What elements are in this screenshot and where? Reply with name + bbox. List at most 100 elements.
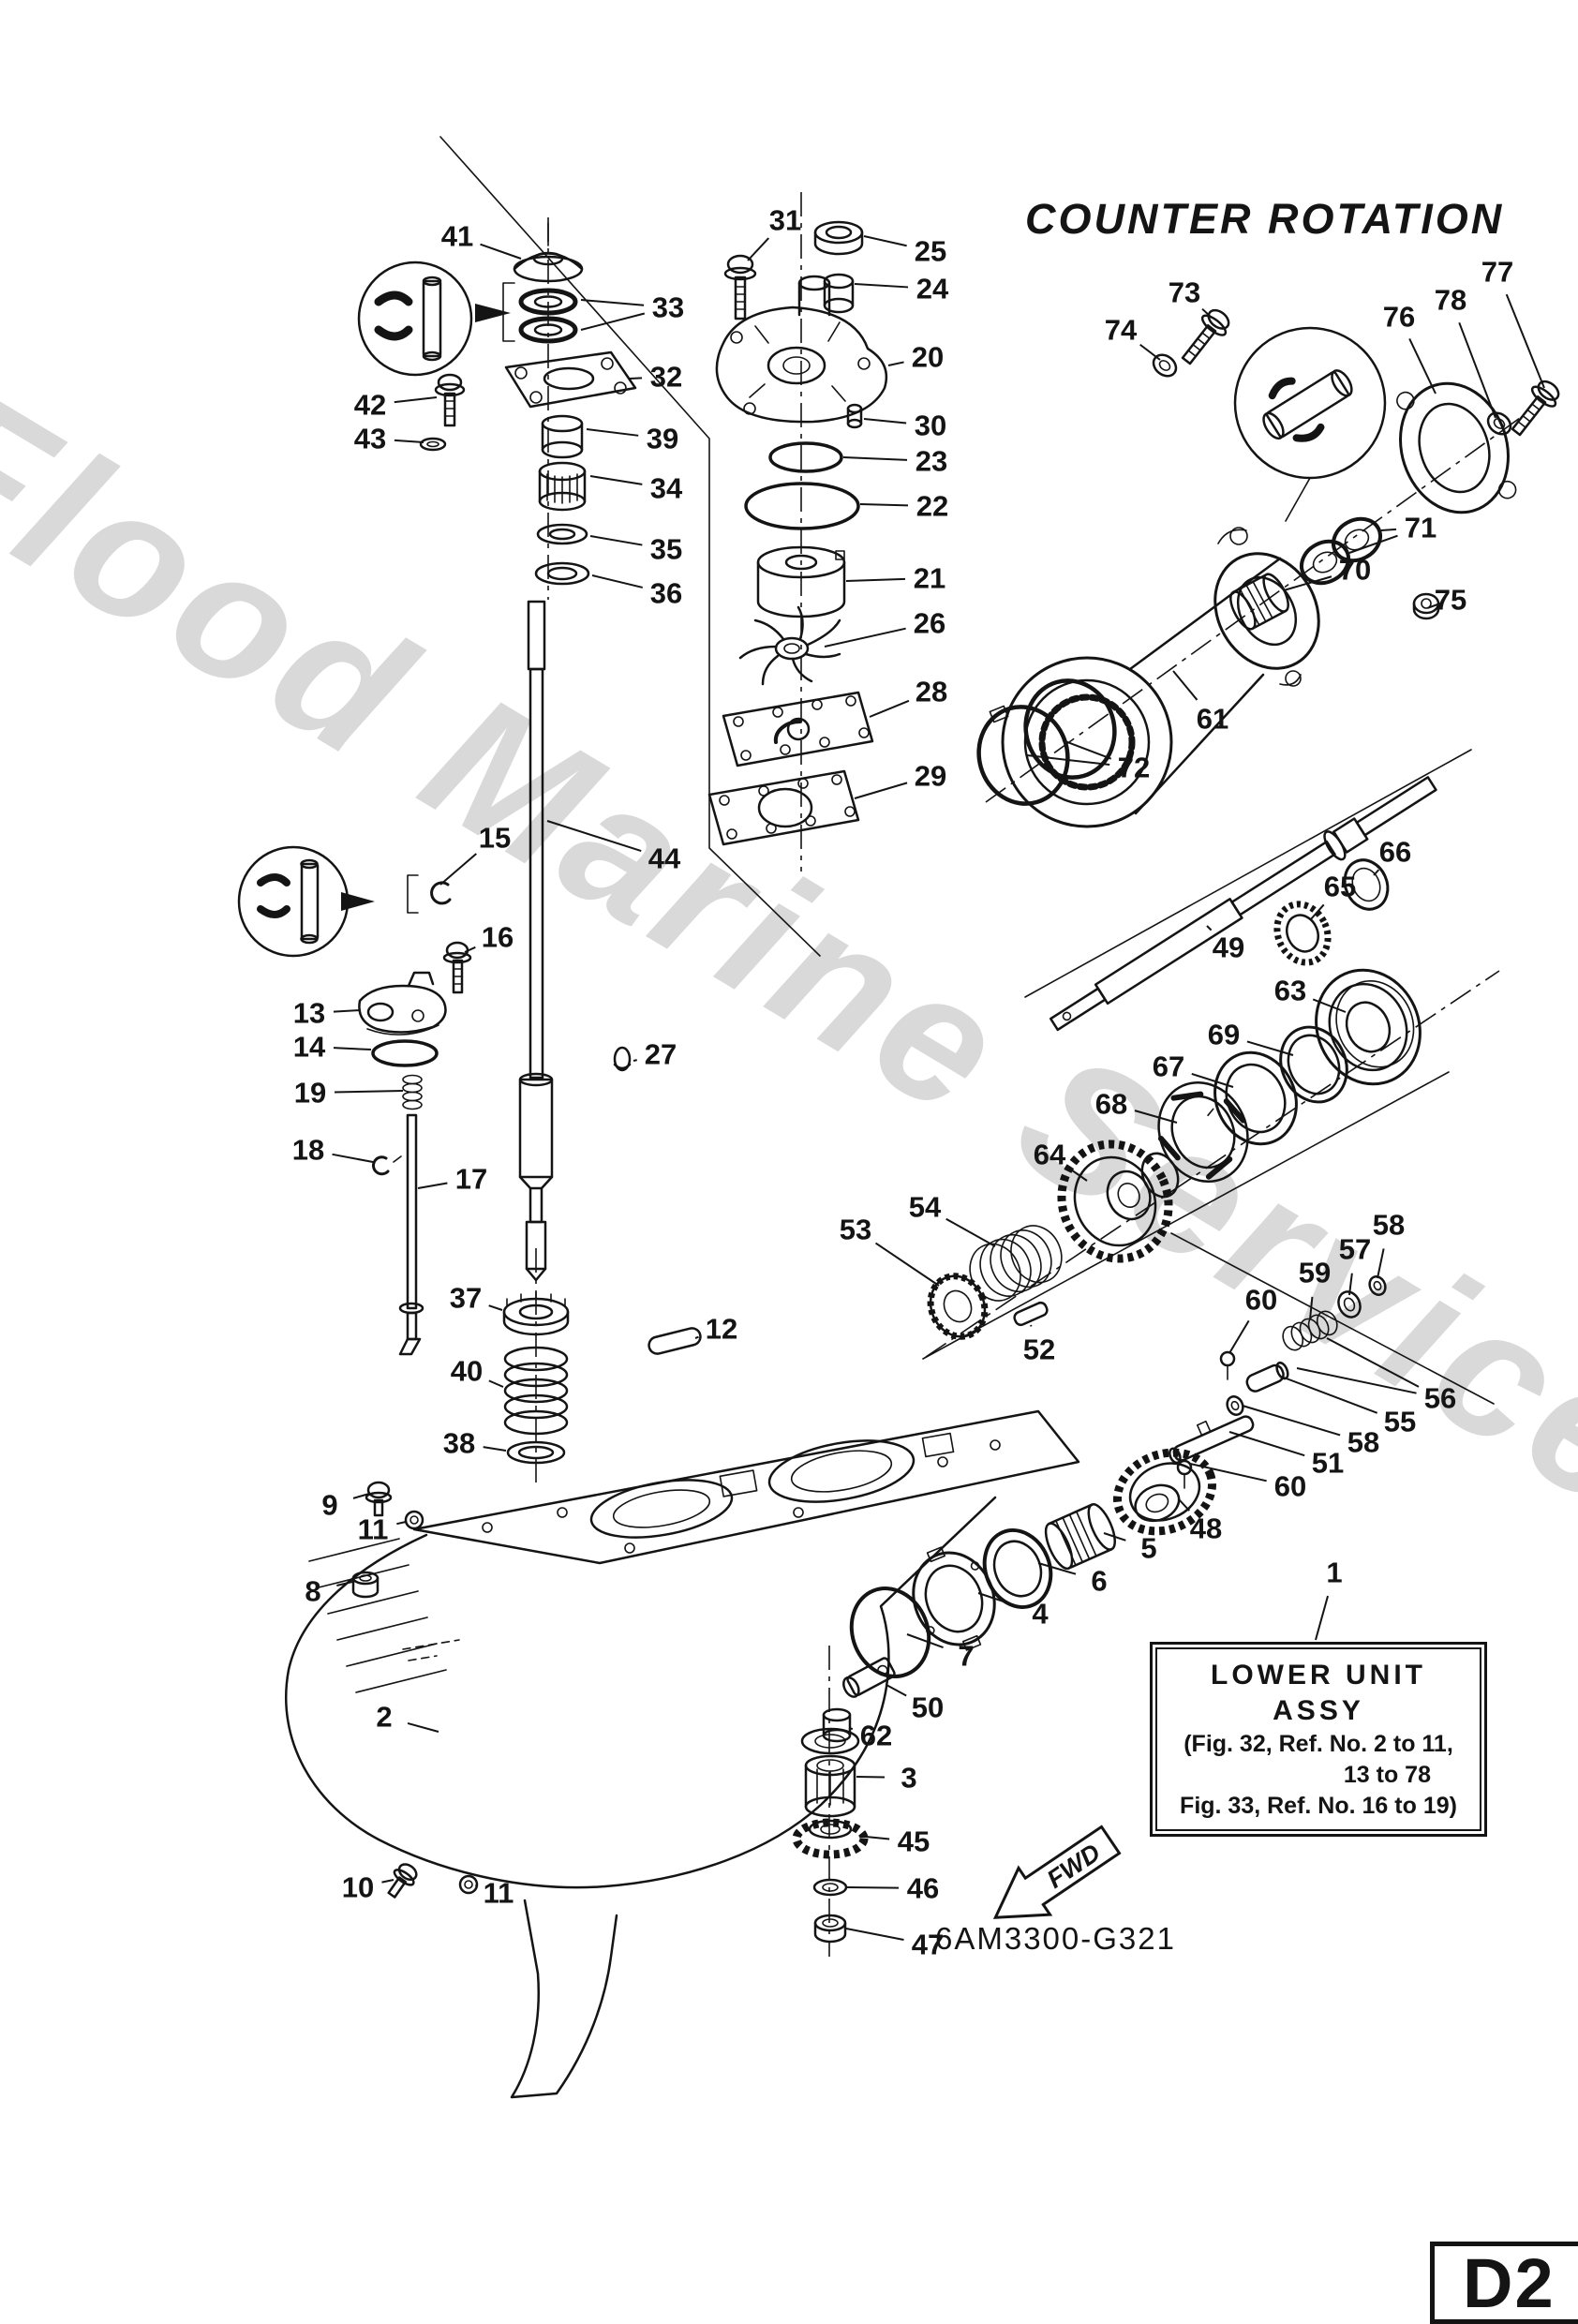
leader-line-75 bbox=[1427, 603, 1441, 609]
callout-42: 42 bbox=[354, 389, 386, 422]
callout-11: 11 bbox=[484, 1877, 514, 1910]
callout-50: 50 bbox=[912, 1691, 944, 1724]
forward-gear-stack-drawing bbox=[927, 858, 1422, 1340]
leader-line-34 bbox=[589, 475, 643, 485]
callout-5: 5 bbox=[1140, 1532, 1156, 1565]
callout-37: 37 bbox=[450, 1282, 482, 1315]
leader-line-78 bbox=[1458, 321, 1496, 419]
leader-line-26 bbox=[824, 627, 906, 648]
page-label-box: D2 bbox=[1430, 2242, 1578, 2324]
leader-line-45 bbox=[865, 1836, 890, 1840]
shift-rod-drawing bbox=[237, 845, 632, 1356]
leader-line-17 bbox=[417, 1182, 448, 1189]
callout-36: 36 bbox=[650, 577, 682, 610]
shift-plunger-cluster-drawing bbox=[1169, 1275, 1387, 1489]
leader-line-36 bbox=[591, 574, 643, 588]
leader-line-74 bbox=[1139, 343, 1161, 361]
leader-line-5 bbox=[1103, 1532, 1126, 1542]
leader-line-63 bbox=[1312, 998, 1347, 1013]
callout-59: 59 bbox=[1299, 1257, 1331, 1289]
callout-9: 9 bbox=[321, 1489, 337, 1522]
leader-line-61 bbox=[1172, 670, 1198, 701]
callout-13: 13 bbox=[293, 997, 325, 1030]
callout-19: 19 bbox=[294, 1077, 326, 1110]
leader-line-72 bbox=[1062, 739, 1112, 760]
leader-line-19 bbox=[334, 1090, 404, 1094]
panel-border-lines bbox=[439, 136, 1495, 1405]
gearcase-hardware-drawing bbox=[351, 1327, 702, 1899]
callout-75: 75 bbox=[1435, 584, 1466, 617]
callout-70: 70 bbox=[1339, 554, 1371, 587]
leader-line-21 bbox=[845, 577, 906, 582]
driveshaft-drawing bbox=[518, 600, 554, 1282]
leader-line-31 bbox=[747, 237, 770, 261]
callout-29: 29 bbox=[915, 760, 946, 793]
callout-77: 77 bbox=[1481, 256, 1513, 289]
leader-line-60 bbox=[1228, 1319, 1250, 1354]
leader-line-2 bbox=[407, 1721, 439, 1733]
callout-28: 28 bbox=[916, 676, 947, 708]
leader-line-68 bbox=[1134, 1110, 1178, 1124]
assy-box-line2: ASSY bbox=[1273, 1694, 1364, 1726]
callout-6: 6 bbox=[1091, 1565, 1107, 1598]
leader-line-49 bbox=[1206, 925, 1213, 931]
prop-shaft-drawing bbox=[1049, 776, 1437, 1032]
callout-38: 38 bbox=[443, 1427, 475, 1460]
leader-line-12 bbox=[694, 1335, 699, 1339]
callout-15: 15 bbox=[479, 822, 511, 855]
callout-39: 39 bbox=[647, 423, 678, 455]
leader-line-43 bbox=[394, 439, 424, 443]
leader-line-76 bbox=[1408, 338, 1437, 395]
callout-8: 8 bbox=[305, 1575, 320, 1608]
leader-line-30 bbox=[863, 418, 907, 425]
leader-line-7 bbox=[906, 1633, 944, 1649]
leader-line-44 bbox=[546, 820, 642, 853]
callout-30: 30 bbox=[915, 410, 946, 442]
callout-68: 68 bbox=[1095, 1088, 1127, 1121]
callout-66: 66 bbox=[1379, 836, 1411, 869]
callout-44: 44 bbox=[648, 842, 681, 875]
leader-line-24 bbox=[854, 283, 909, 289]
callout-11: 11 bbox=[358, 1513, 389, 1546]
assy-box-line4: 13 to 78 bbox=[1343, 1761, 1431, 1788]
callout-31: 31 bbox=[769, 204, 801, 237]
leader-line-58 bbox=[1242, 1405, 1341, 1437]
leader-line-60 bbox=[1189, 1463, 1267, 1482]
leader-line-71 bbox=[1348, 534, 1398, 554]
callout-1: 1 bbox=[1326, 1557, 1342, 1589]
callout-40: 40 bbox=[451, 1355, 483, 1388]
callout-17: 17 bbox=[455, 1163, 487, 1196]
assy-box-line5: Fig. 33, Ref. No. 16 to 19) bbox=[1180, 1792, 1457, 1819]
leader-line-42 bbox=[394, 396, 438, 404]
detail-circle-circlip bbox=[237, 845, 350, 958]
callout-51: 51 bbox=[1312, 1447, 1344, 1480]
detail-arrow-icon bbox=[341, 892, 375, 911]
reverse-gear-stack-drawing bbox=[849, 1448, 1216, 1678]
bearing-carrier-drawing bbox=[976, 308, 1560, 828]
leader-line-6 bbox=[1037, 1562, 1077, 1575]
callout-58: 58 bbox=[1373, 1209, 1405, 1242]
callout-24: 24 bbox=[916, 273, 949, 305]
callout-23: 23 bbox=[916, 445, 947, 478]
drawing-code: 6AM3300-G321 bbox=[935, 1921, 1176, 1956]
leader-line-13 bbox=[333, 1009, 362, 1013]
assy-box-line1: LOWER UNIT bbox=[1211, 1659, 1426, 1691]
callout-2: 2 bbox=[376, 1701, 392, 1734]
callout-71: 71 bbox=[1405, 512, 1437, 544]
callout-49: 49 bbox=[1213, 931, 1244, 964]
callout-69: 69 bbox=[1208, 1019, 1240, 1051]
callout-25: 25 bbox=[915, 235, 946, 268]
leader-line-9 bbox=[352, 1493, 370, 1499]
leader-line-72 bbox=[1026, 754, 1110, 767]
callout-55: 55 bbox=[1384, 1406, 1416, 1438]
leader-line-46 bbox=[846, 1886, 900, 1889]
leader-line-41 bbox=[480, 243, 522, 260]
callout-65: 65 bbox=[1324, 871, 1356, 903]
leader-line-10 bbox=[381, 1879, 394, 1884]
callout-12: 12 bbox=[706, 1313, 737, 1346]
leader-line-23 bbox=[842, 456, 908, 461]
leader-line-37 bbox=[488, 1304, 503, 1311]
leader-line-54 bbox=[945, 1217, 996, 1247]
